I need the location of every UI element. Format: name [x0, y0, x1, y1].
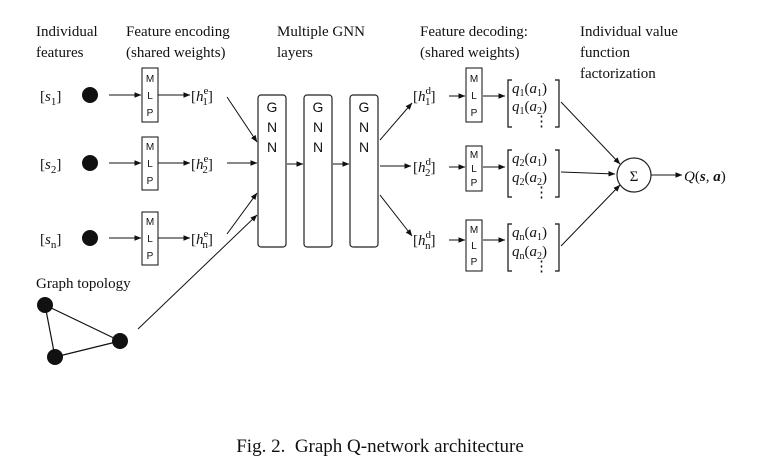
- vertical-ellipsis: ⋮: [534, 259, 549, 275]
- input-feature-label: [s1]: [40, 89, 61, 108]
- svg-text:L: L: [471, 91, 477, 102]
- figure-caption: Fig. 2. Graph Q-network architecture: [236, 436, 524, 457]
- svg-text:M: M: [470, 225, 478, 236]
- q-value-a1: qn(a1): [512, 225, 547, 243]
- heading-feature-encoding: Feature encoding (shared weights): [126, 24, 233, 61]
- q-vector-left-bracket: [507, 223, 512, 272]
- svg-text:N: N: [267, 119, 277, 135]
- graph-node: [37, 297, 53, 313]
- svg-text:L: L: [471, 241, 477, 252]
- q-vector-right-bracket: [555, 149, 560, 198]
- gnn-layer-3: G N N: [349, 94, 379, 248]
- svg-text:G: G: [359, 99, 370, 115]
- q-value-a1: q1(a1): [512, 81, 547, 99]
- input-node: [82, 230, 98, 246]
- svg-text:P: P: [147, 251, 154, 262]
- q-value-a2: q2(a2): [512, 170, 547, 188]
- svg-text:M: M: [146, 74, 154, 85]
- graph-topology-label: Graph topology: [36, 276, 131, 292]
- gnn-block: [303, 94, 333, 248]
- input-feature-label: [s2]: [40, 157, 61, 176]
- svg-text:N: N: [313, 119, 323, 135]
- svg-text:P: P: [471, 257, 478, 268]
- gnn-layer-2: G N N: [303, 94, 333, 248]
- heading-feature-decoding: Feature decoding: (shared weights): [420, 24, 532, 61]
- svg-text:G: G: [267, 99, 278, 115]
- heading-multiple-gnn: Multiple GNN layers: [277, 24, 369, 61]
- svg-text:P: P: [147, 176, 154, 187]
- decoder-mlp-box: [465, 219, 483, 272]
- svg-text:L: L: [471, 164, 477, 175]
- svg-text:N: N: [359, 139, 369, 155]
- sigma-symbol: Σ: [630, 169, 639, 185]
- q-value-a2: qn(a2): [512, 244, 547, 262]
- graph-node: [112, 333, 128, 349]
- input-feature-label: [sn]: [40, 232, 61, 251]
- svg-text:P: P: [471, 178, 478, 189]
- gnn-layer-1: G N N: [257, 94, 287, 248]
- gnn-block: [349, 94, 379, 248]
- svg-text:M: M: [470, 150, 478, 161]
- svg-text:P: P: [147, 108, 154, 119]
- svg-text:P: P: [471, 108, 478, 119]
- q-vector-left-bracket: [507, 149, 512, 198]
- graph-topology-triangle: [37, 297, 128, 365]
- svg-text:N: N: [267, 139, 277, 155]
- heading-value-factorization: Individual value function factorization: [580, 24, 682, 82]
- q-value-a2: q1(a2): [512, 99, 547, 117]
- svg-text:M: M: [146, 217, 154, 228]
- q-value-a1: q2(a1): [512, 151, 547, 169]
- input-node: [82, 87, 98, 103]
- svg-text:N: N: [359, 119, 369, 135]
- q-vector-right-bracket: [555, 223, 560, 272]
- svg-text:M: M: [146, 142, 154, 153]
- input-node: [82, 155, 98, 171]
- gnn-block: [257, 94, 287, 248]
- svg-text:L: L: [147, 159, 153, 170]
- svg-text:G: G: [313, 99, 324, 115]
- sum-node: Σ: [616, 157, 652, 193]
- q-vector-left-bracket: [507, 79, 512, 128]
- vertical-ellipsis: ⋮: [534, 114, 549, 130]
- joint-q-output-label: Q(s, a): [684, 169, 726, 185]
- svg-text:L: L: [147, 234, 153, 245]
- svg-text:N: N: [313, 139, 323, 155]
- decoder-mlp-box: [465, 67, 483, 123]
- q-vector-right-bracket: [555, 79, 560, 128]
- heading-individual-features: Individual features: [36, 24, 101, 61]
- vertical-ellipsis: ⋮: [534, 185, 549, 201]
- svg-text:L: L: [147, 91, 153, 102]
- graph-node: [47, 349, 63, 365]
- decoder-mlp-box: [465, 145, 483, 192]
- svg-text:M: M: [470, 74, 478, 85]
